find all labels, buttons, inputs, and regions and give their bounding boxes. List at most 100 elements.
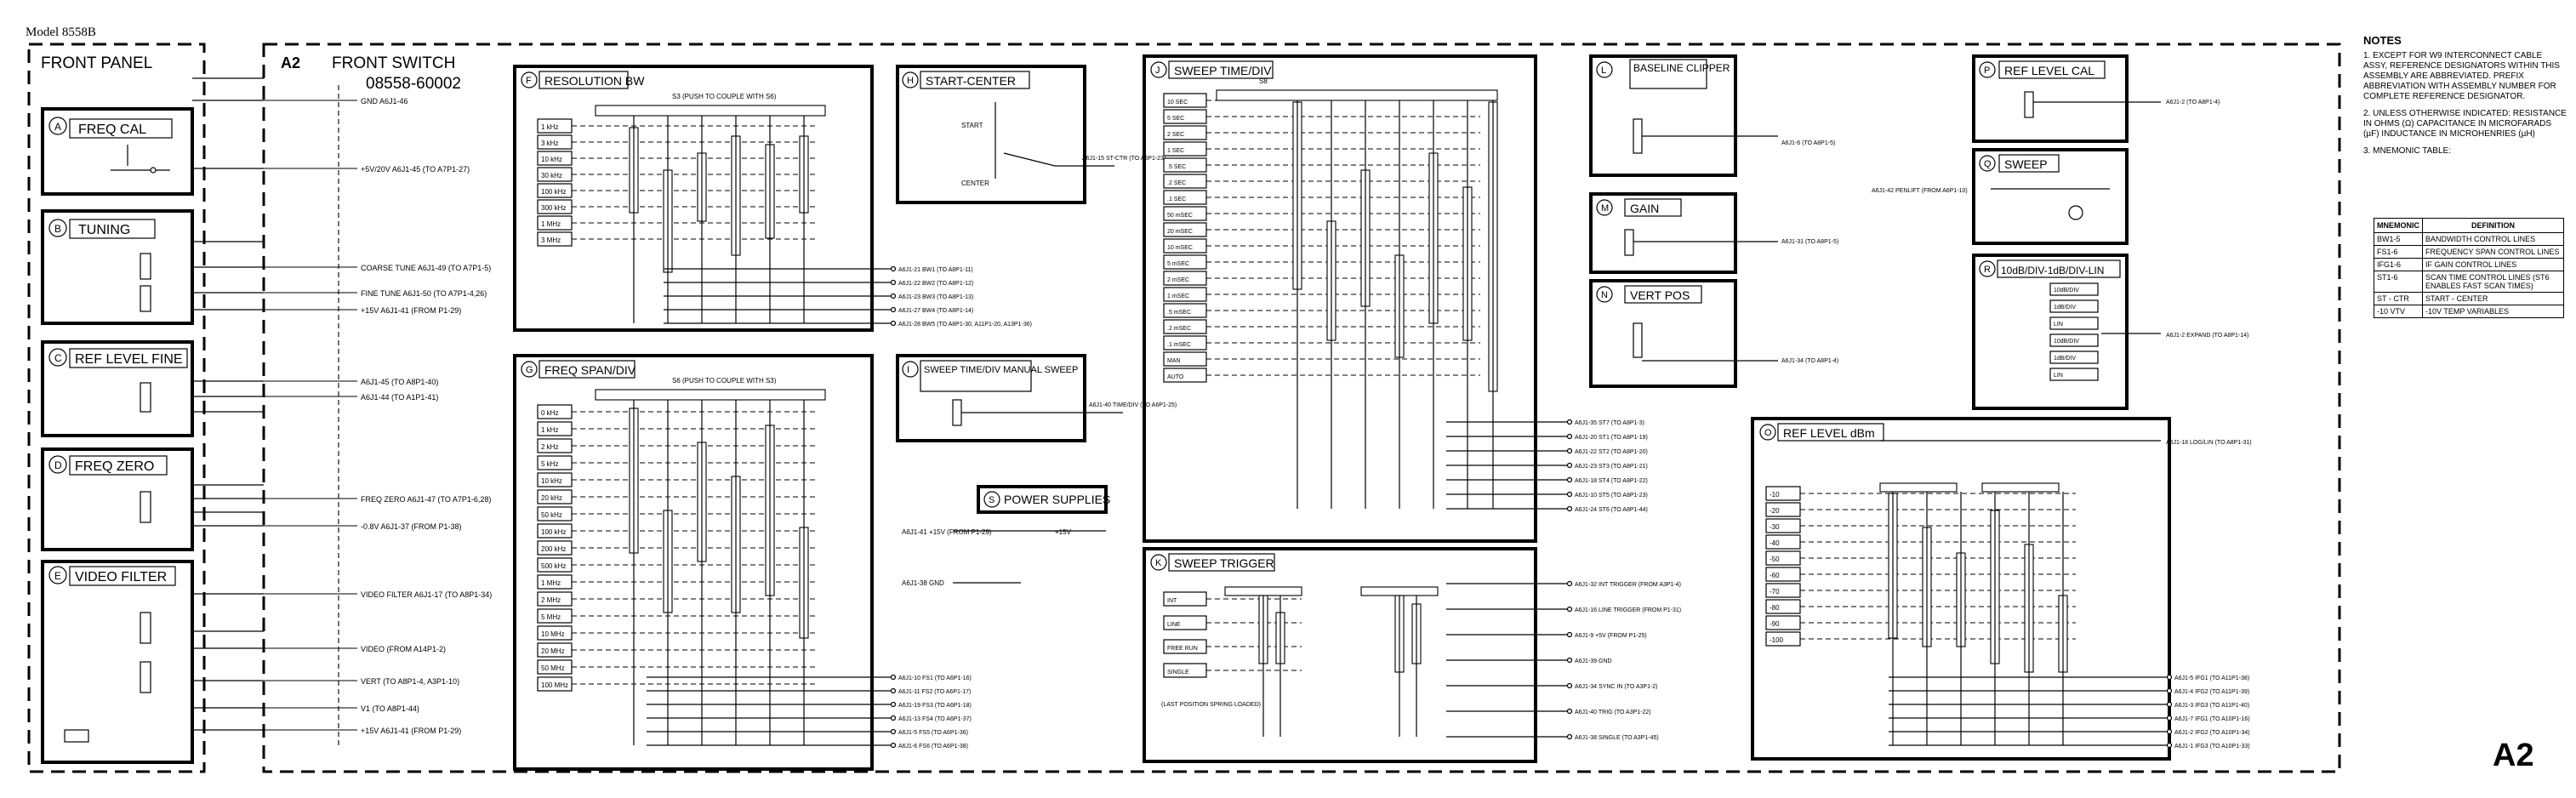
switch-position-label: 3 kHz [541, 140, 558, 147]
a2-part-number: 08558-60002 [366, 75, 461, 93]
switch-position [2049, 351, 2099, 364]
svg-text:START: START [961, 122, 983, 129]
switch-position-label: 5 kHz [541, 460, 558, 468]
svg-text:J: J [1155, 66, 1160, 76]
a2-left-signals: GND A6J1-46 +5V/20V A6J1-45 (TO A7P1-27)… [264, 97, 492, 735]
section-i-manual-sweep: I SWEEP TIME/DIV MANUAL SWEEP A6J1-40 TI… [896, 354, 1177, 442]
switch-position-label: -50 [1770, 556, 1780, 563]
switch-position-label: .1 SEC [1167, 197, 1186, 202]
svg-text:A6J1-15 ST-CTR (TO A6P1-23): A6J1-15 ST-CTR (TO A6P1-23) [1082, 156, 1165, 162]
model-label: Model 8558B [26, 26, 96, 39]
switch-position-label: .5 SEC [1167, 164, 1186, 170]
svg-text:A6J1-42 PENLIFT (FROM A6P1-10): A6J1-42 PENLIFT (FROM A6P1-10) [1872, 188, 1968, 194]
signal-label: +15V A6J1-41 (FROM P1-29) [361, 306, 461, 315]
switch-position-label: -20 [1770, 507, 1780, 515]
section-n-vert-pos: N VERT POS A6J1-34 (TO A8P1-4) [1589, 279, 1838, 388]
switch-position-label: 10 SEC [1167, 100, 1188, 105]
switch-position-label: 10dB/DIV [2054, 288, 2079, 294]
svg-text:A6J1-38 GND: A6J1-38 GND [902, 579, 944, 587]
section-h-start-center: H START-CENTER START CENTER A6J1-15 ST-C… [896, 65, 1165, 204]
switch-position [2049, 299, 2099, 313]
output-label: A6J1-4 IFG2 (TO A11P1-39) [2174, 689, 2249, 695]
output-label: A6J1-20 ST1 (TO A8P1-19) [1575, 435, 1648, 441]
svg-text:R: R [1984, 265, 1991, 275]
output-terminal [890, 687, 897, 694]
output-terminal [1566, 419, 1573, 425]
output-terminal [2166, 701, 2173, 708]
output-terminal [1566, 491, 1573, 498]
switch-position-label: 50 mSEC [1167, 213, 1193, 219]
a2-border [262, 43, 2341, 773]
switch-position-label: 5 mSEC [1167, 261, 1189, 267]
switch-position-label: INT [1167, 598, 1177, 604]
switch-position-label: 1 MHz [541, 220, 561, 228]
output-label: A6J1-32 INT TRIGGER (FROM A3P1-4) [1575, 582, 1681, 588]
svg-text:A6J1-31 (TO A8P1-5): A6J1-31 (TO A8P1-5) [1781, 239, 1838, 245]
switch-position-label: .2 mSEC [1167, 326, 1191, 332]
output-label: A6J1-18 ST4 (TO A8P1-22) [1575, 478, 1648, 484]
mnemonic-row: -10 VTV-10V TEMP VARIABLES [2374, 305, 2564, 318]
output-label: A6J1-2 IFG2 (TO A10P1-34) [2174, 730, 2250, 736]
svg-text:E: E [54, 570, 61, 582]
output-terminal [890, 306, 897, 313]
output-terminal [1566, 708, 1573, 715]
switch-position-label: 10 MHz [541, 630, 565, 638]
switch-position-label: -30 [1770, 523, 1780, 531]
output-terminal [1566, 682, 1573, 689]
a2-corner-label: A2 [2493, 738, 2534, 773]
definition-header: DEFINITION [2422, 218, 2564, 233]
svg-text:P: P [1984, 66, 1990, 76]
svg-text:A6J1-40 TIME/DIV (TO A6P1-25): A6J1-40 TIME/DIV (TO A6P1-25) [1089, 402, 1177, 408]
svg-text:S: S [989, 495, 994, 505]
front-panel-border [27, 43, 206, 773]
output-label: A6J1-13 FS4 (TO A6P1-37) [898, 716, 972, 722]
output-label: A6J1-10 ST5 (TO A8P1-23) [1575, 493, 1648, 499]
mnemonic-cell: IFG1-6 [2374, 258, 2423, 271]
output-label: A6J1-23 ST3 (TO A8P1-21) [1575, 464, 1648, 470]
switch-position-label: SINGLE [1167, 670, 1189, 675]
mnemonic-cell: FS1-6 [2374, 245, 2423, 259]
output-terminal [1566, 505, 1573, 512]
output-label: A6J1-6 FS6 (TO A6P1-38) [898, 744, 968, 750]
output-label: A6J1-19 FS3 (TO A6P1-18) [898, 703, 972, 709]
notes-heading: NOTES [2363, 34, 2402, 47]
freq-span-note: S6 (PUSH TO COUPLE WITH S3) [672, 377, 777, 385]
definition-cell: FREQUENCY SPAN CONTROL LINES [2422, 245, 2564, 259]
switch-position-label: 5 SEC [1167, 116, 1184, 122]
switch-position-label: LIN [2054, 322, 2063, 328]
definition-cell: START - CENTER [2422, 292, 2564, 305]
section-q-sweep: Q SWEEP A6J1-42 PENLIFT (FROM A6P1-10) [1872, 148, 2129, 245]
section-o-ref-level-dbm: O REF LEVEL dBm -10-20-30-40-50-60-70-80… [1751, 417, 2250, 761]
svg-text:CENTER: CENTER [961, 180, 989, 187]
section-f-resolution-bw: F RESOLUTION BW S3 (PUSH TO COUPLE WITH … [513, 65, 1032, 332]
switch-position-label: -100 [1770, 636, 1784, 644]
signal-label: VIDEO FILTER A6J1-17 (TO A8P1-34) [361, 590, 492, 599]
vert-pos-title: VERT POS [1630, 288, 1690, 302]
switch-position-label: 500 kHz [541, 562, 566, 570]
svg-text:M: M [1601, 203, 1609, 214]
switch-position [2049, 282, 2099, 296]
output-label: A6J1-11 FS2 (TO A6P1-17) [898, 689, 971, 695]
output-label: A6J1-7 IFG1 (TO A10P1-16) [2174, 716, 2250, 722]
output-terminal [2166, 687, 2173, 694]
switch-position-label: .2 SEC [1167, 180, 1186, 186]
output-terminal [890, 728, 897, 735]
switch-position-label: -90 [1770, 620, 1780, 628]
svg-text:+15V: +15V [1055, 528, 1072, 536]
output-terminal [1566, 580, 1573, 587]
output-terminal [890, 279, 897, 286]
gain-title: GAIN [1630, 202, 1659, 215]
switch-position-label: -60 [1770, 572, 1780, 579]
switch-position-label: 2 SEC [1167, 132, 1184, 138]
svg-text:I: I [907, 365, 909, 375]
resolution-bw-outputs: A6J1-21 BW1 (TO A8P1-11)A6J1-22 BW2 (TO … [664, 265, 1032, 328]
switch-position-label: 10 mSEC [1167, 245, 1193, 251]
switch-position-label: 10 kHz [541, 156, 562, 163]
output-label: A6J1-38 SINGLE (TO A3P1-45) [1575, 735, 1659, 741]
output-label: A6J1-21 BW1 (TO A8P1-11) [898, 267, 973, 273]
front-panel-block-a: A FREQ CAL [41, 107, 194, 196]
